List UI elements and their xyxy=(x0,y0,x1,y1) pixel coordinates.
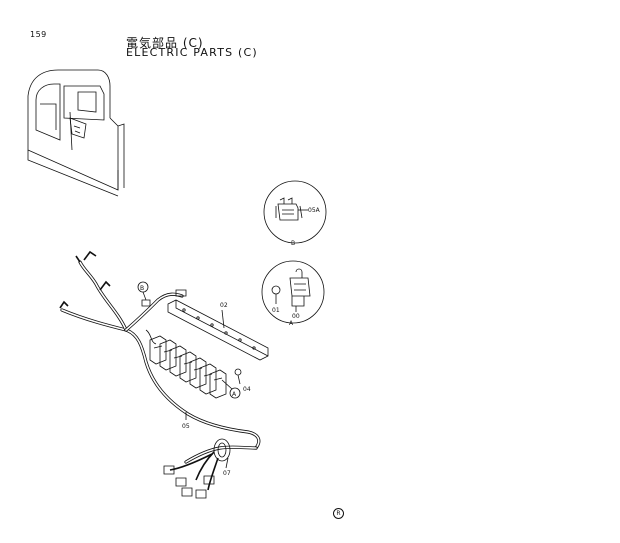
cab-overview xyxy=(27,69,125,197)
ref-b-letter: B xyxy=(140,285,144,292)
title-japanese: 電気部品 (C) xyxy=(126,36,204,50)
callout-05a: 05A xyxy=(308,207,321,214)
callout-04: 04 xyxy=(243,386,251,393)
ref-circle-b xyxy=(137,281,149,301)
title-english: ELECTRIC PARTS (C) xyxy=(126,46,258,59)
relay-row xyxy=(149,335,242,399)
detail-b xyxy=(263,180,327,244)
wire-harness xyxy=(59,250,261,450)
callout-02: 02 xyxy=(220,302,228,309)
lower-branch xyxy=(163,438,258,499)
detail-a xyxy=(261,260,325,324)
detail-a-label: A xyxy=(289,320,294,327)
page-number: 159 xyxy=(30,30,47,39)
callout-00: 00 xyxy=(292,313,300,320)
corner-mark: R xyxy=(333,508,344,519)
callout-05: 05 xyxy=(182,423,190,430)
callout-01: 01 xyxy=(272,307,280,314)
ref-circle-a xyxy=(221,379,241,399)
relay-bracket xyxy=(167,299,269,361)
ref-a-letter: A xyxy=(232,391,237,398)
detail-b-label: B xyxy=(291,240,295,247)
callout-07: 07 xyxy=(223,470,231,477)
